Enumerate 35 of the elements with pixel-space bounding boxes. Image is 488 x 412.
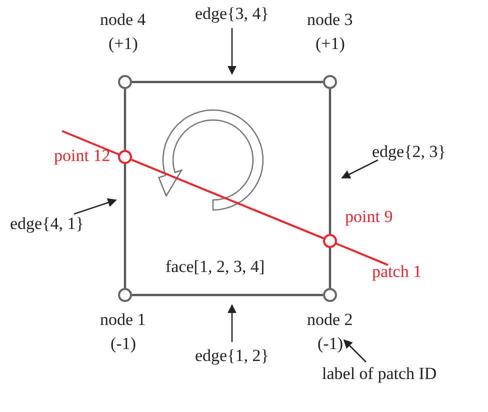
node-circle (118, 288, 132, 302)
node-label: node 2 (307, 310, 353, 330)
annotation-label: label of patch ID (322, 364, 437, 384)
arrow (343, 339, 366, 362)
node-label: node 3 (307, 10, 353, 30)
node-circle (118, 150, 132, 164)
arrow (228, 28, 236, 75)
node-circle (323, 75, 337, 89)
square-edge-line (132, 80, 323, 84)
annotation-label: edge{1, 2} (195, 346, 269, 366)
patch-label: patch 1 (372, 262, 422, 282)
square-edge-line (132, 294, 323, 296)
node-circle (118, 75, 132, 89)
node-circle (323, 234, 337, 248)
node-label: (+1) (316, 34, 345, 54)
face-label: face[1, 2, 3, 4] (166, 257, 265, 277)
square-edge-line (328, 248, 332, 288)
arrow (341, 159, 378, 179)
square-edge-line (328, 89, 332, 234)
node-circle (323, 288, 337, 302)
node-label: (+1) (108, 34, 138, 54)
node-label: node 4 (100, 10, 146, 30)
node-label: node 1 (100, 310, 146, 330)
arrow (228, 304, 236, 342)
square-edge-line (124, 89, 126, 150)
point-label: point 9 (345, 207, 393, 227)
square-edge-line (124, 164, 126, 288)
annotation-label: edge{4, 1} (10, 214, 84, 234)
arrow (74, 198, 117, 215)
node-label: (-1) (318, 334, 343, 354)
annotation-label: edge{3, 4} (195, 4, 269, 24)
annotation-label: edge{2, 3} (372, 142, 446, 162)
patch-line (131, 158, 324, 240)
node-label: (-1) (110, 334, 136, 354)
point-label: point 12 (54, 146, 110, 166)
